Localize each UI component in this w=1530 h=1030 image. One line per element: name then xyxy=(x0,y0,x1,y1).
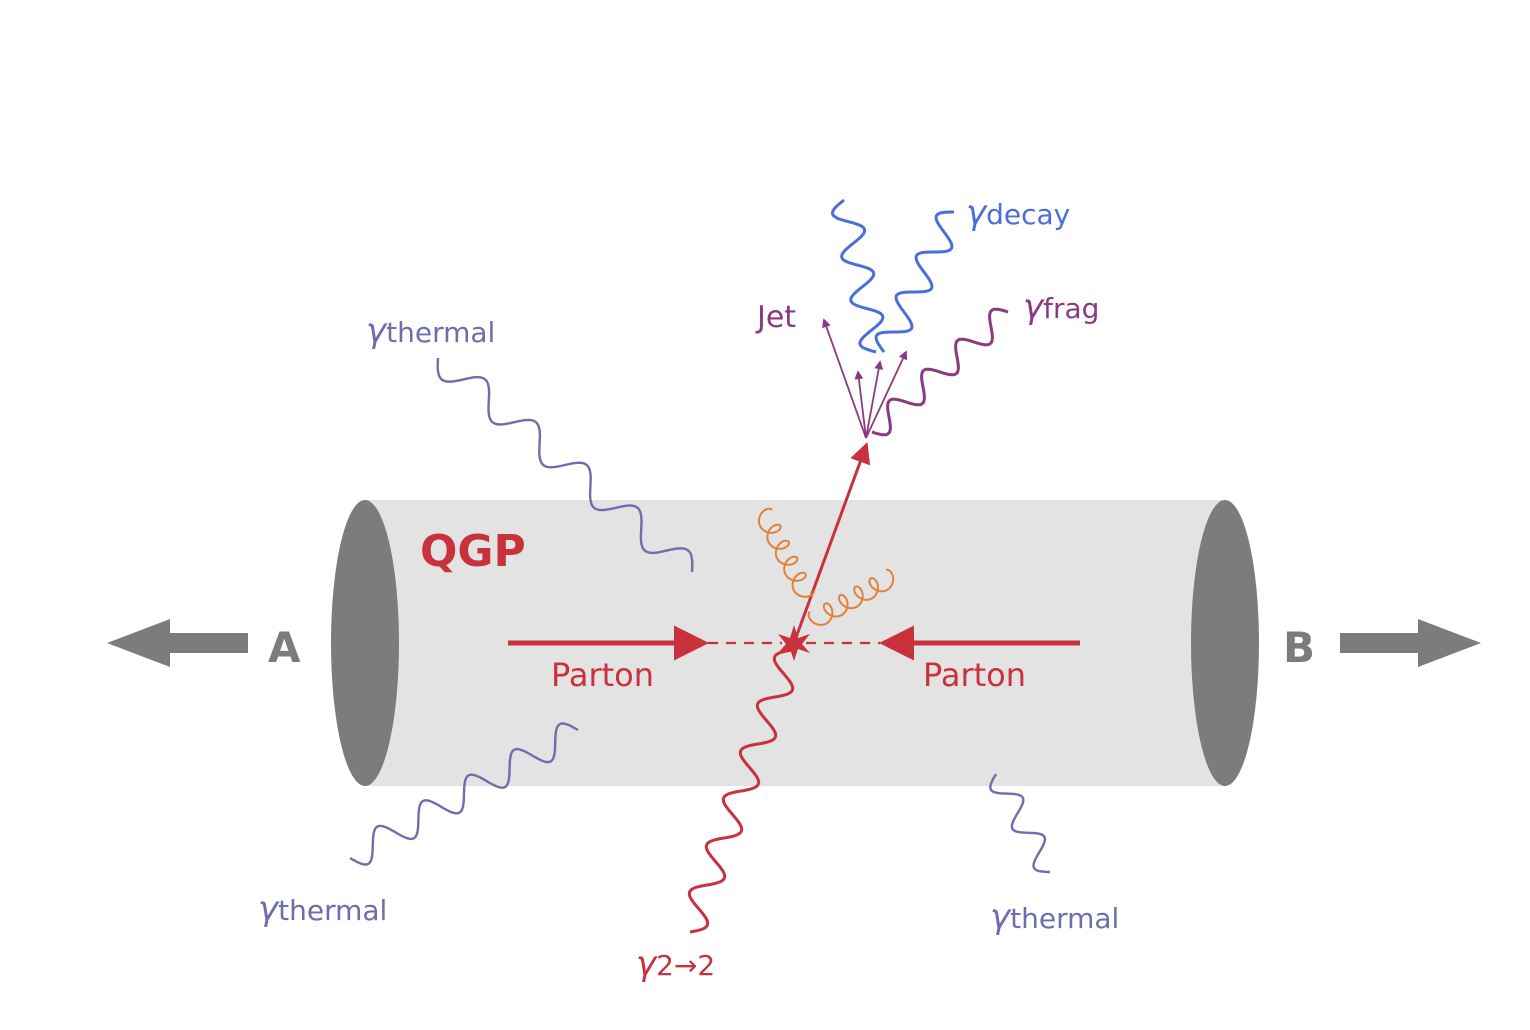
gamma-symbol: γ xyxy=(1023,287,1045,327)
gamma-symbol: γ xyxy=(966,193,988,233)
decay-photon-right xyxy=(874,210,954,353)
jet-label: Jet xyxy=(755,300,796,335)
hard-subscript: 2→2 xyxy=(656,949,715,982)
jet-fan xyxy=(822,318,908,439)
parton-left-label: Parton xyxy=(551,656,654,694)
thermal-photon-upper-left xyxy=(436,357,694,573)
collision-vertex xyxy=(778,625,810,661)
gamma-decay-label: γdecay xyxy=(966,193,1070,233)
beam-arrow-left xyxy=(107,619,248,667)
gamma-hard-label: γ2→2 xyxy=(636,944,715,984)
thermal-photon-lower-right xyxy=(989,773,1050,874)
decay-subscript: decay xyxy=(986,198,1070,231)
gamma-symbol: γ xyxy=(636,944,658,984)
gluon-curl-lower xyxy=(807,568,895,626)
beam-a-label: A xyxy=(268,623,301,672)
end-cap-right xyxy=(1191,500,1259,786)
outgoing-parton-line xyxy=(792,442,871,644)
gamma-frag-label: γfrag xyxy=(1023,287,1099,327)
parton-right-label: Parton xyxy=(923,656,1026,694)
decay-photon-left xyxy=(830,198,885,354)
gamma-thermal-upper-label: γthermal xyxy=(366,311,495,351)
gamma-symbol: γ xyxy=(990,897,1012,937)
thermal-subscript: thermal xyxy=(278,894,387,927)
qgp-label: QGP xyxy=(420,526,526,577)
fragmentation-photon xyxy=(871,307,1009,437)
gamma-thermal-lower-right-label: γthermal xyxy=(990,897,1119,937)
gluon-curl-upper xyxy=(758,507,816,598)
thermal-subscript: thermal xyxy=(386,316,495,349)
gamma-symbol: γ xyxy=(366,311,388,351)
thermal-subscript: thermal xyxy=(1010,902,1119,935)
gamma-symbol: γ xyxy=(258,889,280,929)
thermal-photon-lower-left xyxy=(349,722,579,866)
hard-photon xyxy=(687,648,795,934)
end-cap-left xyxy=(331,500,399,786)
frag-subscript: frag xyxy=(1043,292,1099,325)
beam-b-label: B xyxy=(1283,623,1315,672)
gamma-thermal-lower-left-label: γthermal xyxy=(258,889,387,929)
beam-arrow-right xyxy=(1340,619,1481,667)
